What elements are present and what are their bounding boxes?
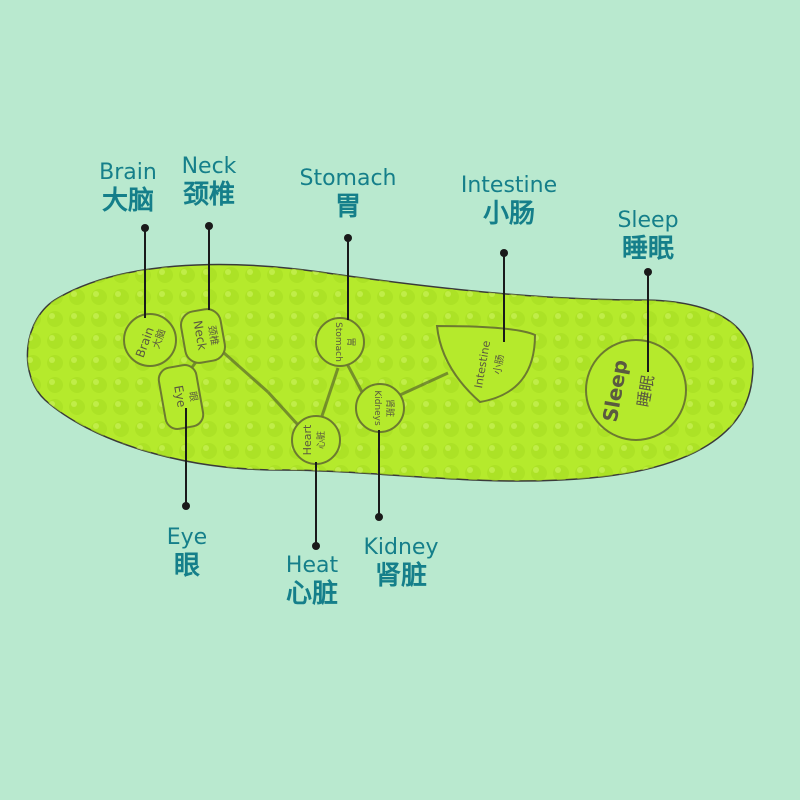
label-sleep: Sleep 睡眠 — [612, 208, 684, 264]
zone-stomach-zh: 胃 — [345, 337, 356, 346]
label-stomach-zh: 胃 — [334, 192, 361, 222]
zone-kidneys-en: Kidneys — [372, 390, 382, 426]
zone-heart: Heart 心脏 — [291, 415, 341, 465]
leader-kidney — [375, 430, 383, 521]
zone-brain: Brain 大脑 — [123, 313, 177, 367]
zone-stomach: Stomach 胃 — [315, 317, 365, 367]
label-kidney: Kidney 肾脏 — [358, 535, 444, 591]
label-neck-zh: 颈椎 — [182, 180, 235, 210]
label-brain: Brain 大脑 — [96, 160, 160, 216]
label-stomach-en: Stomach — [299, 166, 397, 191]
label-intestine: Intestine 小肠 — [454, 173, 564, 229]
label-brain-zh: 大脑 — [101, 186, 154, 216]
leader-eye — [182, 408, 190, 510]
leader-sleep — [644, 268, 652, 372]
label-intestine-zh: 小肠 — [482, 199, 535, 229]
label-heat-en: Heat — [285, 553, 339, 578]
leader-neck — [205, 222, 213, 310]
label-eye: Eye 眼 — [160, 525, 214, 581]
label-eye-zh: 眼 — [173, 551, 200, 581]
zone-kidneys: Kidneys 肾脏 — [355, 383, 405, 433]
label-brain-en: Brain — [99, 160, 157, 185]
leader-stomach — [344, 234, 352, 320]
zone-heart-en: Heart — [301, 424, 314, 455]
leader-intestine — [500, 249, 508, 342]
zone-intestine: Intestine 小肠 — [435, 324, 537, 404]
label-heat-zh: 心脏 — [285, 579, 338, 609]
label-sleep-en: Sleep — [617, 208, 679, 233]
zone-stomach-en: Stomach — [333, 322, 343, 362]
label-sleep-zh: 睡眠 — [621, 234, 674, 264]
zone-kidneys-zh: 肾脏 — [384, 399, 396, 417]
zone-neck-en: Neck — [190, 319, 209, 351]
zone-eye-en: Eye — [171, 384, 189, 408]
zone-eye-zh: 眼 — [186, 391, 200, 403]
zone-eye: Eye 眼 — [157, 364, 205, 430]
leader-brain — [141, 224, 149, 318]
label-eye-en: Eye — [166, 525, 208, 550]
zone-neck-zh: 颈椎 — [205, 324, 221, 346]
leader-heat — [312, 462, 320, 550]
label-kidney-en: Kidney — [363, 535, 439, 560]
zone-neck: Neck 颈椎 — [180, 308, 226, 364]
label-intestine-en: Intestine — [460, 173, 558, 198]
label-heat: Heat 心脏 — [278, 553, 346, 609]
label-neck: Neck 颈椎 — [176, 154, 242, 210]
leader-lines — [141, 222, 652, 550]
label-neck-en: Neck — [181, 154, 237, 179]
zone-sleep: Sleep 睡眠 — [585, 339, 687, 441]
label-stomach: Stomach 胃 — [296, 166, 400, 222]
zone-heart-zh: 心脏 — [315, 431, 327, 449]
zone-intestine-zh: 小肠 — [491, 354, 506, 376]
label-kidney-zh: 肾脏 — [374, 561, 427, 591]
